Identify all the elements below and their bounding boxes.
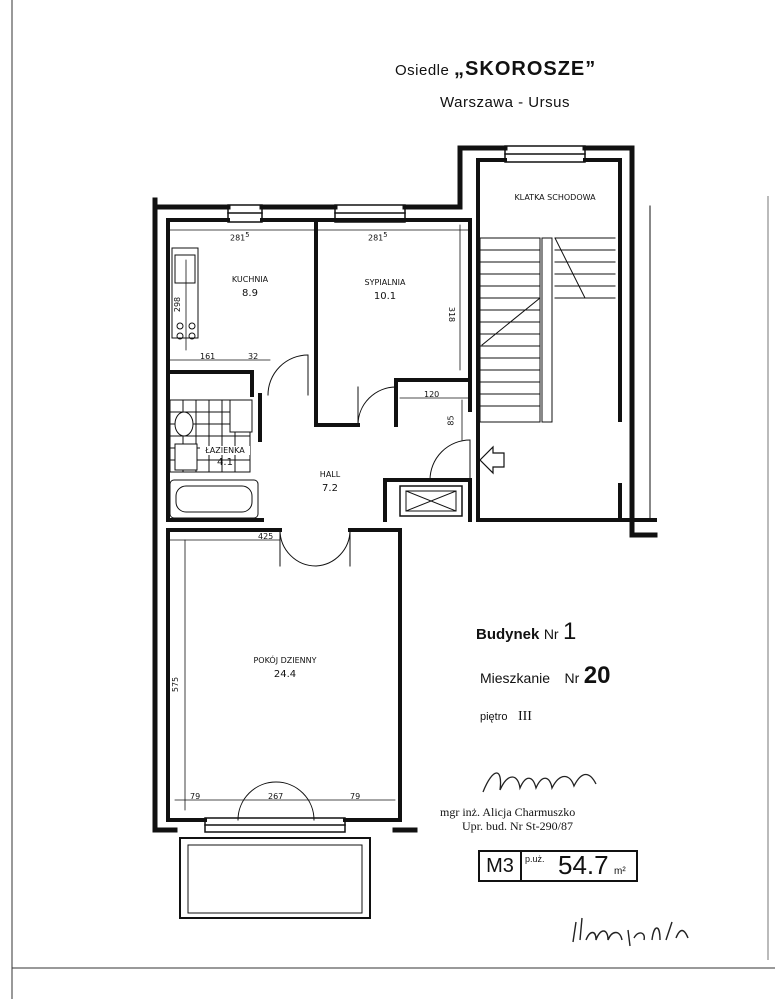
room-name-stairs: KLATKA SCHODOWA	[514, 193, 596, 202]
dim-kitchen-width: 2815	[230, 231, 250, 243]
room-area-bedroom: 10.1	[373, 291, 397, 302]
osiedle-label: Osiedle	[395, 62, 450, 79]
flat-label: Mieszkanie	[480, 670, 551, 686]
dim-living-width: 425	[258, 532, 274, 541]
windows	[204, 145, 586, 833]
room-name-hall: HALL	[319, 470, 341, 479]
floor-label: piętro	[480, 711, 508, 723]
building-number: 1	[563, 618, 577, 645]
dim-hall-a: 120	[424, 390, 440, 399]
summary-box: M3 p.uż. 54.7 m²	[478, 850, 638, 882]
bathroom-fixtures	[169, 399, 259, 519]
room-area-kitchen: 8.9	[242, 288, 258, 299]
balcony	[179, 837, 371, 919]
dim-living-depth: 575	[171, 676, 181, 693]
flat-number: 20	[583, 662, 611, 689]
location-label: Warszawa - Ursus	[440, 94, 570, 111]
dim-hall-b: 85	[446, 415, 456, 426]
room-area-bathroom: 4.1	[217, 457, 233, 468]
signature-scribble	[482, 772, 597, 793]
doors	[237, 354, 471, 821]
room-area-living: 24.4	[273, 669, 297, 680]
dim-bedroom-width: 2815	[368, 231, 388, 243]
room-name-bathroom: ŁAZIENKA	[200, 446, 250, 455]
estate-title: Osiedle „SKOROSZE”	[395, 58, 596, 81]
usable-area: 54.7	[558, 850, 609, 880]
inner-walls	[166, 158, 657, 822]
area-unit: m²	[614, 866, 626, 877]
entry-arrow-icon	[479, 445, 505, 475]
room-name-bedroom: SYPIALNIA	[364, 278, 406, 287]
building-nr-label: Nr	[543, 626, 559, 642]
room-name-living: POKÓJ DZIENNY	[253, 656, 317, 665]
dim-kitchen-bottom-b: 32	[248, 352, 259, 361]
apartment-type: M3	[480, 852, 522, 880]
room-area-hall: 7.2	[322, 483, 338, 494]
building-info: Budynek Nr 1	[476, 618, 576, 646]
dim-kitchen-depth: 298	[173, 296, 183, 313]
floor-value: III	[517, 709, 532, 724]
dim-window-left: 79	[190, 792, 201, 801]
estate-name: „SKOROSZE”	[454, 58, 597, 80]
dim-bedroom-depth: 318	[447, 306, 457, 323]
floor-info: piętro III	[480, 707, 532, 725]
area-label: p.uż.	[525, 854, 545, 864]
handwritten-signature	[572, 917, 689, 947]
author-name: mgr inż. Alicja Charmuszko	[440, 805, 576, 819]
author-license: Upr. bud. Nr St-290/87	[462, 819, 573, 833]
flat-info: Mieszkanie Nr 20	[480, 662, 610, 690]
dim-window-mid: 267	[268, 792, 284, 801]
ventilation-shaft	[399, 485, 463, 517]
flat-nr-label: Nr	[564, 670, 580, 686]
room-name-kitchen: KUCHNIA	[231, 275, 269, 284]
dim-kitchen-bottom-a: 161	[200, 352, 216, 361]
staircase	[479, 237, 616, 423]
outer-walls	[152, 145, 658, 833]
dim-window-right: 79	[350, 792, 361, 801]
dimension-lines	[167, 224, 471, 811]
kitchen-fixtures	[171, 247, 199, 340]
building-label: Budynek	[476, 626, 540, 643]
